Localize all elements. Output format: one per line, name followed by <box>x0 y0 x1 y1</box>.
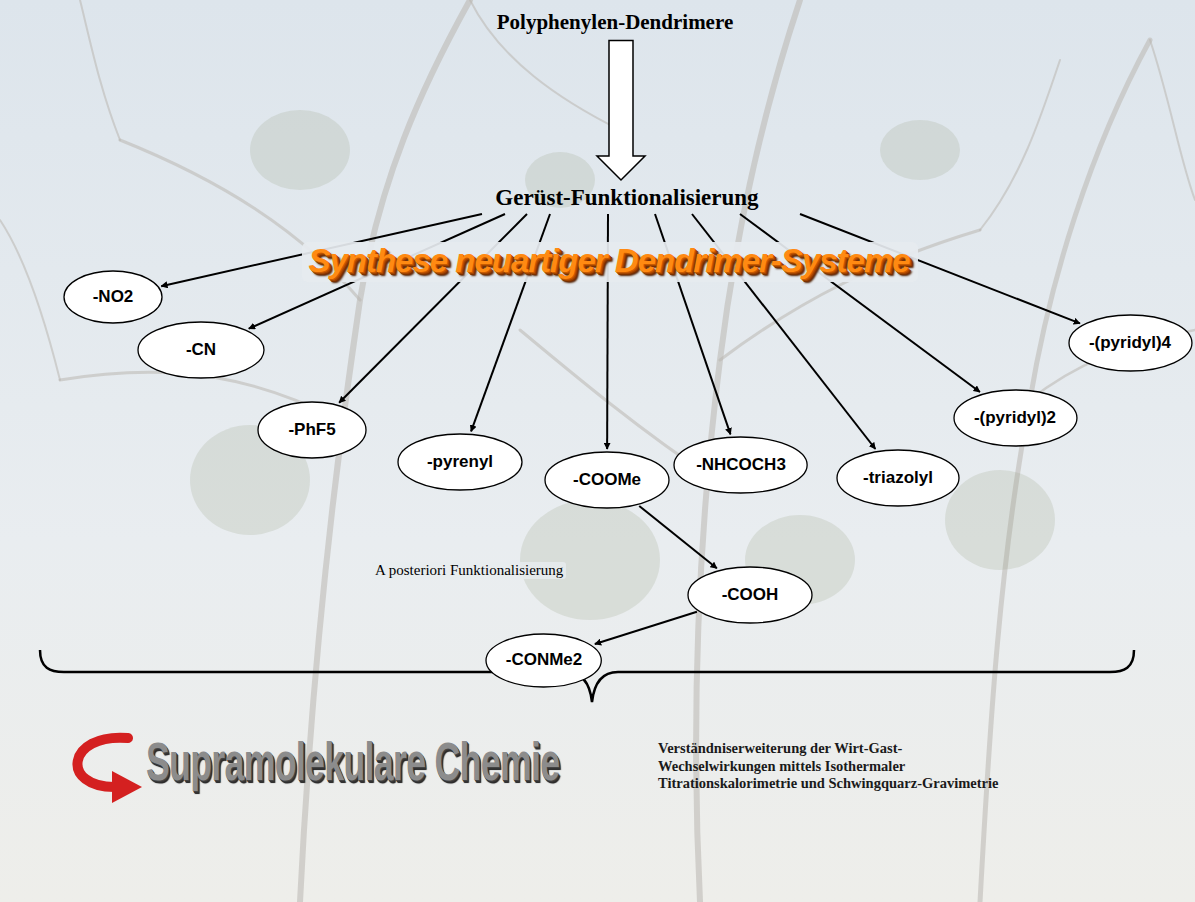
oval-text: -CONMe2 <box>506 650 583 670</box>
oval-text: -triazolyl <box>863 468 933 488</box>
section-heading: Supramolekulare Chemie <box>146 730 559 792</box>
connector-arrow <box>595 612 697 644</box>
function-oval: -NO2 <box>63 270 163 324</box>
hub-node: Gerüst-Funktionalisierung <box>491 183 762 213</box>
function-oval: -pyrenyl <box>397 433 523 491</box>
oval-text: -NHCOCH3 <box>696 455 786 475</box>
oval-text: -PhF5 <box>288 420 335 440</box>
oval-text: -(pyridyl)2 <box>974 408 1056 428</box>
function-oval: -COOMe <box>544 451 670 509</box>
function-oval: -NHCOCH3 <box>673 436 808 494</box>
oval-text: -COOMe <box>573 470 641 490</box>
function-oval: -(pyridyl)4 <box>1068 314 1193 372</box>
function-oval: -(pyridyl)2 <box>953 389 1078 447</box>
function-oval: -triazolyl <box>836 449 960 507</box>
oval-text: -COOH <box>722 585 779 605</box>
function-oval: -CN <box>137 321 265 379</box>
oval-text: -CN <box>186 340 216 360</box>
oval-text: -NO2 <box>93 287 134 307</box>
function-oval: -CONMe2 <box>485 633 602 688</box>
description-text: Verständniserweiterung der Wirt-Gast-Wec… <box>658 740 1003 793</box>
oval-text: -(pyridyl)4 <box>1089 333 1171 353</box>
function-oval: -COOH <box>687 566 813 624</box>
connector-arrow <box>740 214 980 392</box>
oval-text: -pyrenyl <box>427 452 493 472</box>
connector-arrow <box>597 41 645 181</box>
red-curved-arrow <box>77 738 142 803</box>
connector-arrow <box>639 506 717 568</box>
banner-text: Synthese neuartiger Dendrimer-Systeme <box>302 242 917 282</box>
function-oval: -PhF5 <box>257 401 367 459</box>
annotation-text: A posteriori Funktionalisierung <box>372 562 566 579</box>
node-text: Polyphenylen-Dendrimere <box>497 10 733 35</box>
node-text: Gerüst-Funktionalisierung <box>495 185 758 211</box>
title-node: Polyphenylen-Dendrimere <box>493 8 737 37</box>
